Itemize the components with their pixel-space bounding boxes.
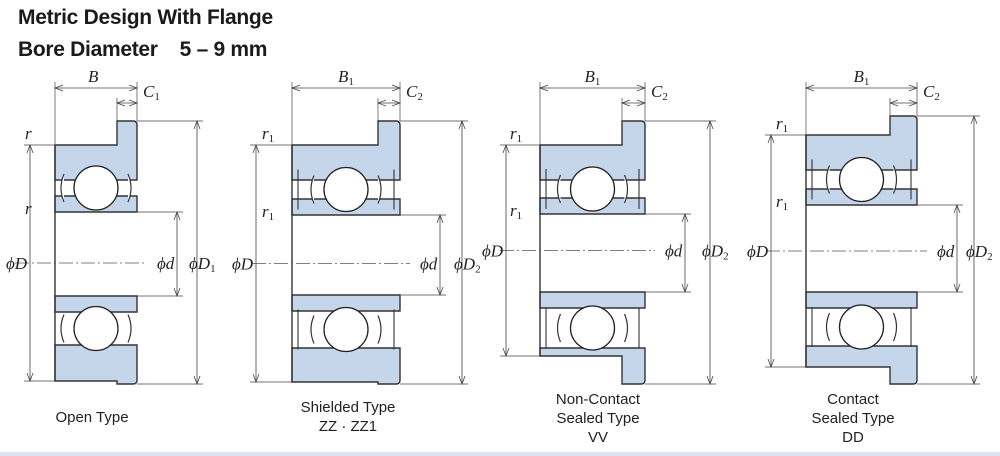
radius-label-inner: r — [25, 199, 32, 218]
cage — [825, 312, 831, 342]
outer-ring-lower — [54, 344, 138, 385]
cage — [377, 315, 382, 344]
outer-diameter-label: ϕD — [482, 242, 504, 261]
radius-label-outer: r1 — [262, 124, 274, 145]
ball-upper — [569, 166, 616, 212]
caption-line: DD — [842, 429, 864, 446]
bore-diameter-label: Bore Diameter — [18, 38, 158, 61]
cage — [623, 174, 629, 204]
cage — [825, 165, 831, 194]
ball-lower — [73, 305, 119, 352]
caption-line: Open Type — [55, 409, 129, 426]
flange-diameter-label: ϕD2 — [454, 255, 481, 276]
cage — [310, 315, 315, 344]
caption-line: VV — [587, 429, 608, 446]
flange-width-label: C2 — [406, 82, 423, 103]
caption-line: Shielded Type — [300, 399, 396, 416]
width-label: B1 — [854, 67, 870, 88]
cage — [892, 312, 898, 342]
flange-width-label: C1 — [143, 82, 160, 103]
radius-label-inner: r1 — [776, 192, 788, 213]
width-label: B — [88, 67, 99, 86]
flange-width-label: C2 — [923, 82, 940, 103]
caption-line: Non-Contact — [555, 391, 641, 408]
bore-diameter-label: ϕd — [157, 254, 175, 273]
width-label: B1 — [338, 67, 354, 88]
flange-width-label: C2 — [651, 82, 668, 103]
caption-line: Sealed Type — [811, 410, 895, 427]
ball-upper — [73, 165, 119, 211]
outer-ring-lower — [539, 347, 646, 385]
bore-diameter-heading: Bore Diameter 5 – 9 mm — [18, 38, 267, 62]
caption-line: Sealed Type — [556, 410, 640, 427]
bearing-open: ϕD ϕd ϕD1 B C1 r r — [6, 67, 216, 386]
cage — [60, 314, 65, 343]
outer-diameter-label: ϕD — [747, 242, 769, 261]
radius-label-inner: r1 — [510, 201, 522, 222]
diagram-title: Metric Design With Flange — [18, 6, 273, 29]
outer-ring-upper — [805, 115, 918, 171]
bore-diameter-label: ϕd — [937, 242, 955, 261]
outer-ring-lower — [805, 345, 918, 385]
cage — [623, 313, 629, 343]
caption-line: Contact — [827, 391, 879, 408]
cage — [377, 175, 382, 204]
radius-label-outer: r1 — [776, 114, 788, 135]
ball-lower — [569, 305, 616, 351]
cage — [556, 174, 562, 204]
bottom-rule — [0, 452, 1000, 456]
flange-diameter-label: ϕD2 — [966, 242, 993, 263]
caption-line: ZZ · ZZ1 — [318, 418, 378, 435]
flange-diameter-label: ϕD1 — [189, 254, 216, 275]
cage — [310, 175, 315, 204]
ball-upper — [838, 156, 885, 203]
cage — [892, 165, 898, 194]
bore-diameter-range: 5 – 9 mm — [179, 38, 268, 61]
flange-diameter-label: ϕD2 — [702, 242, 729, 263]
outer-ring-upper — [291, 120, 401, 181]
cage — [556, 313, 562, 343]
cage — [127, 173, 132, 203]
radius-label-inner: r1 — [262, 202, 274, 223]
outer-diameter-label: ϕD — [6, 254, 28, 273]
outer-diameter-label: ϕD — [232, 255, 254, 274]
caption-shielded: Shielded Type ZZ · ZZ1 — [268, 398, 428, 436]
ball-lower — [838, 304, 885, 350]
radius-label-outer: r — [25, 124, 32, 143]
bore-diameter-label: ϕd — [665, 242, 683, 261]
outer-ring-upper — [539, 120, 646, 181]
ball-upper — [323, 166, 369, 213]
outer-ring-lower — [291, 347, 401, 385]
outer-ring-upper — [54, 120, 138, 181]
caption-open: Open Type — [12, 408, 172, 427]
cage — [60, 173, 65, 203]
bore-diameter-label: ϕd — [420, 255, 438, 274]
radius-label-outer: r1 — [510, 124, 522, 145]
cage — [127, 314, 132, 343]
ball-lower — [323, 306, 369, 353]
width-label: B1 — [585, 67, 601, 88]
